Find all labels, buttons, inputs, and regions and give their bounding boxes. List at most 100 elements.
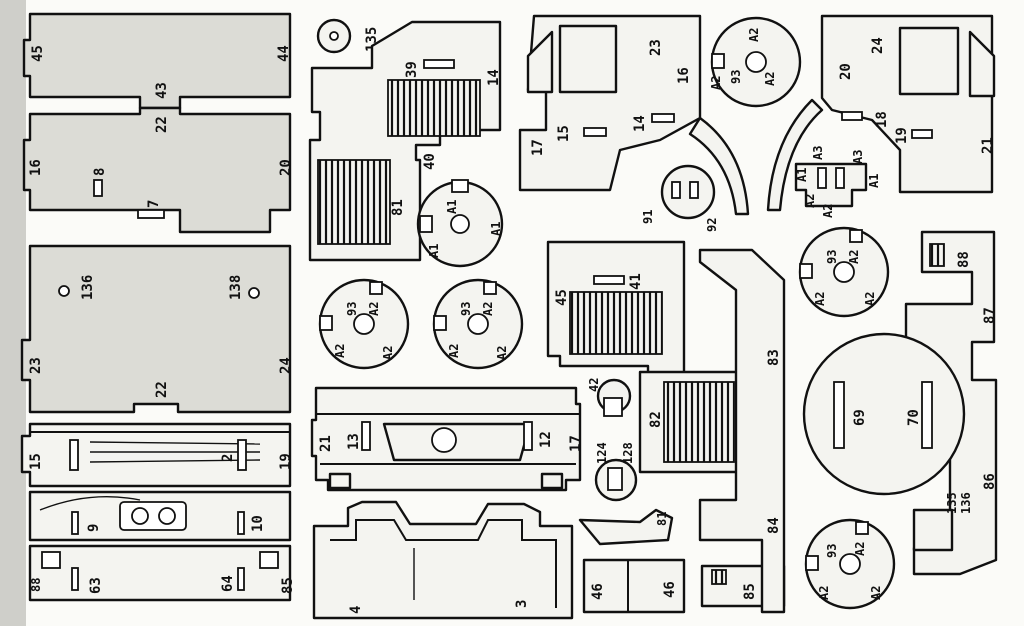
label-a1e: A1 [867, 174, 881, 188]
label-88b: 88 [956, 251, 972, 268]
part-disc-93-top: 93 A2 A2 A2 [709, 16, 802, 108]
label-64: 64 [220, 575, 236, 592]
label-a2c: A2 [381, 346, 395, 360]
label-10: 10 [250, 515, 266, 532]
label-15b: 15 [556, 125, 572, 142]
label-22a: 22 [154, 116, 170, 133]
label-45b: 45 [554, 289, 570, 306]
label-a2j: A2 [803, 194, 817, 208]
label-21b: 21 [980, 137, 996, 154]
part-bar-13-12: 21 13 12 17 [310, 386, 584, 492]
label-46b: 46 [662, 581, 678, 598]
label-18: 18 [874, 111, 890, 128]
label-a3b: A3 [851, 150, 865, 164]
part-strip-83-84: 83 84 [698, 248, 786, 614]
label-128: 128 [621, 442, 635, 464]
label-a2k: A2 [821, 204, 835, 218]
label-93d: 93 [825, 250, 839, 264]
part-panel-45-44: 45 44 43 [22, 12, 292, 110]
label-a2e: A2 [447, 344, 461, 358]
label-12: 12 [538, 431, 554, 448]
label-45: 45 [30, 45, 46, 62]
label-a2l: A2 [847, 250, 861, 264]
part-seat-23: 23 16 17 15 14 [518, 14, 750, 216]
label-42: 42 [587, 378, 601, 392]
label-16a: 16 [28, 159, 44, 176]
label-a2a: A2 [367, 302, 381, 316]
label-4: 4 [348, 606, 364, 614]
label-2: 2 [220, 454, 236, 462]
label-82: 82 [648, 411, 664, 428]
part-disc-124-128: 42 124 128 [587, 378, 638, 502]
label-a2d: A2 [481, 302, 495, 316]
part-tab-135-136: 135 136 [912, 492, 973, 552]
part-box-46: 46 46 [582, 558, 686, 614]
label-13: 13 [346, 433, 362, 450]
part-tab-81: 81 [578, 508, 674, 546]
label-39: 39 [404, 61, 420, 78]
label-a2q: A2 [869, 586, 883, 600]
label-a2g: A2 [747, 28, 761, 42]
label-23a: 23 [28, 357, 44, 374]
label-a2n: A2 [863, 292, 877, 306]
label-7: 7 [146, 200, 162, 208]
label-a2f: A2 [495, 346, 509, 360]
label-20b: 20 [838, 63, 854, 80]
label-a2h: A2 [709, 76, 723, 90]
label-a2i: A2 [763, 72, 777, 86]
label-a3a: A3 [811, 146, 825, 160]
label-41: 41 [628, 273, 644, 290]
part-disc-91-92: 91 92 [641, 164, 719, 232]
part-base-4-3: 4 3 [312, 500, 574, 620]
part-hatch-45-41: 45 41 [546, 240, 686, 392]
label-a2o: A2 [853, 542, 867, 556]
label-92: 92 [705, 218, 719, 232]
label-84: 84 [766, 517, 782, 534]
label-70: 70 [906, 409, 922, 426]
label-24a: 24 [278, 357, 294, 374]
part-disc-a1: A1 A1 A1 [416, 179, 504, 268]
label-44: 44 [276, 45, 292, 62]
label-9: 9 [86, 524, 102, 532]
label-19b: 19 [894, 127, 910, 144]
label-17a: 17 [568, 435, 584, 452]
label-93e: 93 [825, 544, 839, 558]
label-a2m: A2 [813, 292, 827, 306]
label-16b: 16 [676, 67, 692, 84]
label-86: 86 [982, 473, 998, 490]
label-93a: 93 [345, 302, 359, 316]
label-a2b: A2 [333, 344, 347, 358]
label-a2p: A2 [817, 586, 831, 600]
label-85a: 85 [280, 577, 296, 594]
part-panel-23-24: 136 138 23 24 22 [20, 244, 294, 414]
part-panel-9-10: 9 10 [28, 490, 292, 542]
label-91: 91 [641, 210, 655, 224]
label-17b: 17 [530, 139, 546, 156]
part-panel-63-64: 88 63 64 85 [28, 544, 296, 602]
label-43: 43 [154, 82, 170, 99]
label-8: 8 [92, 168, 108, 176]
part-disc-93-bottom: 93 A2 A2 A2 [804, 518, 896, 610]
label-20a: 20 [278, 159, 294, 176]
label-93b: 93 [459, 302, 473, 316]
label-19a: 19 [278, 453, 294, 470]
label-3: 3 [514, 600, 530, 608]
part-disc-69-70: 69 70 [802, 332, 966, 496]
part-disc-93-mid: 93 A2 A2 A2 [432, 278, 524, 370]
label-63: 63 [88, 577, 104, 594]
label-138: 138 [228, 275, 244, 300]
label-14a: 14 [486, 69, 502, 86]
label-15a: 15 [28, 453, 44, 470]
label-93c: 93 [729, 70, 743, 84]
label-136a: 136 [80, 275, 96, 300]
label-81a: 81 [390, 199, 406, 216]
part-seat-24: 24 20 18 19 21 [766, 14, 996, 212]
label-a1d: A1 [795, 168, 809, 182]
part-disc-93-left: 93 A2 A2 A2 [318, 278, 410, 370]
label-22b: 22 [154, 381, 170, 398]
label-85b: 85 [742, 583, 758, 600]
label-124: 124 [595, 442, 609, 464]
label-a1a: A1 [445, 200, 459, 214]
